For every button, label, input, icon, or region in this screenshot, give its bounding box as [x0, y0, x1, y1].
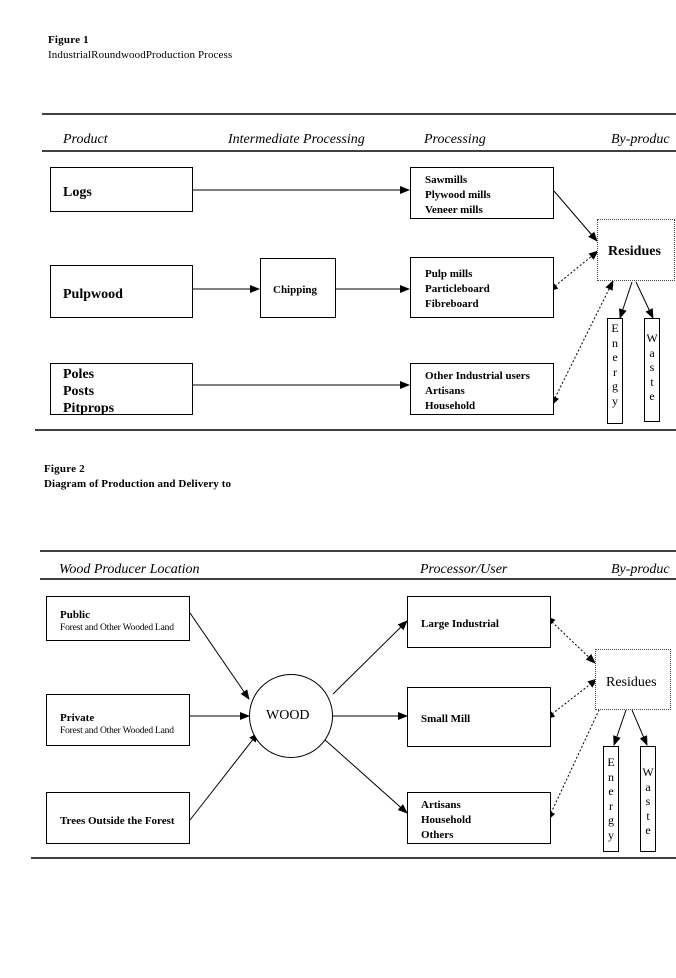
source-private-box: Private Forest and Other Wooded Land — [46, 694, 190, 746]
product-logs-box: Logs — [50, 167, 193, 212]
fig1-energy-letter: E — [611, 321, 619, 335]
processing-plywood-label: Plywood mills — [425, 189, 491, 201]
product-pulpwood-label: Pulpwood — [63, 287, 123, 302]
arrow-large-residues — [545, 615, 596, 664]
arrow-sawmills-to-residues — [553, 190, 598, 242]
user-others-box: Artisans Household Others — [407, 792, 551, 844]
source-public-title: Public — [60, 609, 90, 621]
fig1-waste-letter: t — [650, 374, 654, 389]
processing-other-box: Other Industrial users Artisans Househol… — [410, 363, 554, 415]
arrow-others-residues — [547, 694, 607, 822]
processing-pulpmills-label: Pulp mills — [425, 268, 473, 280]
user-small-box: Small Mill — [407, 687, 551, 747]
source-private-title: Private — [60, 712, 95, 724]
fig1-caption: IndustrialRoundwoodProduction Process — [48, 49, 233, 61]
wood-circle: WOOD — [249, 674, 333, 758]
product-pitprops-label: Pitprops — [63, 401, 115, 415]
product-poles-label: Poles — [63, 367, 95, 382]
arrow-residues-to-waste — [635, 281, 654, 319]
fig2-energy-letter: g — [608, 813, 614, 827]
arrow-small-residues — [544, 678, 598, 720]
fig2-caption: Diagram of Production and Delivery to — [44, 478, 232, 490]
fig1-energy-letter: e — [612, 350, 618, 364]
fig2-header-processor: Processor/User — [420, 562, 508, 577]
product-logs-label: Logs — [63, 185, 92, 200]
processing-other-industrial-label: Other Industrial users — [425, 370, 530, 382]
fig1-energy-letter: g — [612, 379, 618, 393]
arrow-residues-to-energy — [619, 281, 633, 319]
fig2-energy-letter: y — [608, 827, 614, 842]
fig1-waste-box: W a s t e — [644, 318, 660, 422]
fig2-waste-letter: W — [642, 765, 654, 779]
fig1-header-intermediate: Intermediate Processing — [228, 132, 365, 147]
fig1-waste-letter: e — [649, 389, 655, 403]
fig2-header-byproduct: By-produc — [611, 562, 670, 577]
fig1-waste-letter: s — [649, 360, 655, 374]
processing-household-label: Household — [425, 400, 476, 412]
arrow-wood-to-large — [332, 620, 408, 695]
fig1-energy-box: E n e r g y — [607, 318, 623, 424]
chipping-label: Chipping — [273, 284, 318, 296]
arrow-pulpmills-residues — [548, 250, 599, 292]
fig2-waste-letter: e — [645, 823, 651, 837]
user-artisans-label: Artisans — [421, 799, 461, 811]
fig1-residues-box: Residues — [597, 219, 675, 281]
fig2-energy-letter: n — [608, 769, 614, 784]
fig2-label: Figure 2 — [44, 463, 85, 475]
fig2-waste-letter: s — [645, 794, 651, 808]
product-poles-box: Poles Posts Pitprops — [50, 363, 193, 415]
fig2-header-location: Wood Producer Location — [59, 562, 200, 577]
processing-particleboard-label: Particleboard — [425, 283, 490, 295]
fig2-residues-box: Residues — [595, 649, 671, 710]
fig1-energy-letter: n — [612, 335, 618, 350]
fig2-energy-letter: e — [608, 784, 614, 798]
fig1-header-byproduct: By-produc — [611, 132, 670, 147]
user-small-label: Small Mill — [421, 713, 471, 725]
source-private-sub: Forest and Other Wooded Land — [60, 726, 174, 736]
fig1-header-product: Product — [63, 132, 108, 147]
fig2-waste-letter: a — [645, 779, 651, 794]
processing-veneer-label: Veneer mills — [425, 204, 483, 216]
fig1-energy-letter: y — [612, 393, 618, 408]
processing-sawmills-box: Sawmills Plywood mills Veneer mills — [410, 167, 554, 219]
source-public-box: Public Forest and Other Wooded Land — [46, 596, 190, 641]
processing-pulpmills-box: Pulp mills Particleboard Fibreboard — [410, 257, 554, 318]
user-large-box: Large Industrial — [407, 596, 551, 648]
fig1-waste-letter: W — [646, 331, 658, 345]
arrow-public-to-wood — [189, 612, 250, 700]
fig1-residues-label: Residues — [608, 244, 661, 259]
user-others-label: Others — [421, 829, 454, 841]
fig1-header-processing: Processing — [424, 132, 486, 147]
fig2-energy-letter: E — [607, 755, 615, 769]
product-pulpwood-box: Pulpwood — [50, 265, 193, 318]
processing-sawmills-label: Sawmills — [425, 174, 468, 186]
fig1-energy-letter: r — [613, 364, 617, 379]
source-trees-box: Trees Outside the Forest — [46, 792, 190, 844]
arrow-residues2-to-energy — [613, 709, 627, 746]
user-household-label: Household — [421, 814, 472, 826]
processing-fibreboard-label: Fibreboard — [425, 298, 479, 310]
source-trees-title: Trees Outside the Forest — [60, 815, 175, 827]
product-posts-label: Posts — [63, 384, 95, 399]
processing-artisans-label: Artisans — [425, 385, 465, 397]
fig2-waste-letter: t — [646, 808, 650, 823]
arrow-other-residues — [551, 280, 614, 407]
fig1-label: Figure 1 — [48, 34, 89, 46]
fig2-waste-box: W a s t e — [640, 746, 656, 852]
chipping-box: Chipping — [260, 258, 336, 318]
fig2-residues-label: Residues — [606, 675, 657, 690]
arrow-residues2-to-waste — [631, 709, 648, 746]
source-public-sub: Forest and Other Wooded Land — [60, 623, 174, 633]
user-large-label: Large Industrial — [421, 618, 499, 630]
arrow-wood-to-others — [323, 738, 408, 814]
arrow-trees-to-wood — [189, 732, 259, 821]
fig2-energy-box: E n e r g y — [603, 746, 619, 852]
fig1-waste-letter: a — [649, 345, 655, 360]
fig2-energy-letter: r — [609, 798, 613, 813]
wood-label: WOOD — [266, 708, 310, 723]
